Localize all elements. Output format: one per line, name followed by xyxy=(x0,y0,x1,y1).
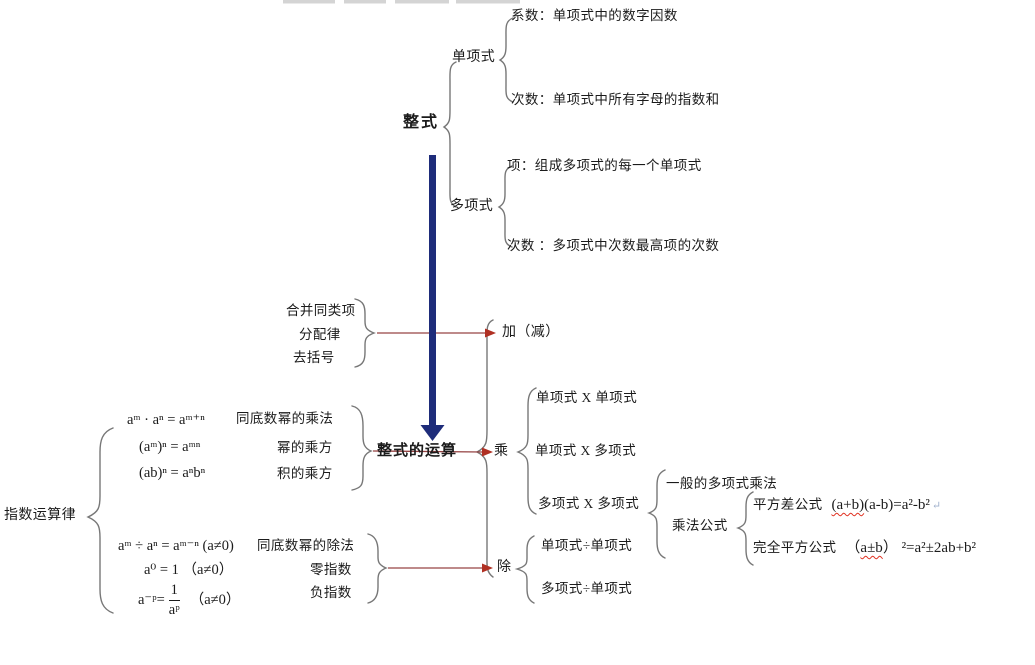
multiplication-formulas-label: 乘法公式 xyxy=(672,518,728,533)
negative-exponent-lhs: a⁻ᵖ= xyxy=(138,591,165,608)
law-power-of-power-name: 幂的乘方 xyxy=(277,440,333,455)
fraction-denominator: aᵖ xyxy=(168,601,180,618)
case-mono-times-mono: 单项式 X 单项式 xyxy=(536,390,638,405)
brace-root-children xyxy=(442,61,457,208)
law-negative-exponent-formula: a⁻ᵖ= 1 aᵖ （a≠0） xyxy=(138,583,240,617)
case-poly-div-mono: 多项式÷单项式 xyxy=(541,581,633,596)
node-operations: 整式的运算 xyxy=(377,443,458,459)
law-zero-exponent-name: 零指数 xyxy=(310,562,352,577)
polynomial-degree-def: 次数 ：多项式中次数最高项的次数 xyxy=(507,238,720,253)
addition-method-combine-like-terms: 合并同类项 xyxy=(286,303,356,318)
case-mono-times-poly: 单项式 X 多项式 xyxy=(535,443,637,458)
polynomial-term-def: 项：组成多项式的每一个单项式 xyxy=(507,158,702,173)
square-difference-underlined-part: (a+b) xyxy=(831,497,865,513)
line-break-mark: ↵ xyxy=(931,500,942,512)
brace-multiplication-formulas xyxy=(736,491,754,566)
law-zero-exponent-formula: a⁰ = 1 （a≠0） xyxy=(144,562,234,578)
case-mono-div-mono: 单项式÷单项式 xyxy=(541,538,633,553)
perfect-square-underlined-part: a±b xyxy=(860,540,883,556)
addition-method-distributive-law: 分配律 xyxy=(299,327,341,342)
general-polynomial-multiplication: 一般的多项式乘法 xyxy=(666,476,778,491)
case-poly-times-poly: 多项式 X 多项式 xyxy=(538,496,640,511)
brace-poly-times-poly xyxy=(647,469,666,559)
law-power-of-product-name: 积的乘方 xyxy=(277,466,333,481)
perfect-square-formula: 完全平方公式 （a±b） ²=a²±2ab+b² xyxy=(753,540,976,557)
law-product-of-powers-formula: aᵐ · aⁿ = aᵐ⁺ⁿ xyxy=(127,412,205,428)
square-difference-name: 平方差公式 xyxy=(753,497,823,512)
law-quotient-of-powers-name: 同底数幂的除法 xyxy=(257,538,355,553)
node-integral-expression: 整式 xyxy=(403,114,440,131)
law-quotient-of-powers-formula: aᵐ ÷ aⁿ = aᵐ⁻ⁿ (a≠0) xyxy=(118,538,234,554)
brace-polynomial-children xyxy=(497,165,513,248)
perfect-square-rest: ） ²=a²±2ab+b² xyxy=(882,540,977,556)
node-polynomial: 多项式 xyxy=(450,199,494,214)
brace-exponent-laws xyxy=(86,427,114,614)
brace-exponent-divide-group xyxy=(367,533,388,604)
law-negative-exponent-name: 负指数 xyxy=(310,585,352,600)
brace-exponent-multiply-group xyxy=(351,405,373,491)
fraction-numerator: 1 xyxy=(170,582,178,598)
law-power-of-power-formula: (aᵐ)ⁿ = aᵐⁿ xyxy=(139,439,201,455)
red-arrow-division xyxy=(388,563,493,573)
blue-flow-arrow xyxy=(420,155,445,441)
exponent-laws-label: 指数运算律 xyxy=(4,508,76,523)
node-monomial: 单项式 xyxy=(452,50,496,65)
perfect-square-name: 完全平方公式 xyxy=(753,540,837,555)
brace-monomial-children xyxy=(498,17,514,103)
cropped-title-artifact xyxy=(283,0,520,4)
monomial-degree-def: 次数：单项式中所有字母的指数和 xyxy=(511,92,720,107)
fraction-bar xyxy=(168,599,180,601)
brace-division-cases xyxy=(514,535,535,604)
red-arrow-multiplication xyxy=(372,447,493,457)
node-addition: 加（减） xyxy=(502,325,560,340)
brace-addition-methods xyxy=(354,298,376,368)
brace-operations-children xyxy=(475,319,494,578)
perfect-square-open-paren: （ xyxy=(845,540,861,556)
node-division: 除 xyxy=(497,560,512,575)
square-difference-formula: 平方差公式 (a+b)(a-b)=a²-b²↵ xyxy=(753,497,941,514)
brace-multiplication-cases xyxy=(516,387,537,515)
square-difference-rest: (a-b)=a²-b² xyxy=(864,497,930,513)
law-power-of-product-formula: (ab)ⁿ = aⁿbⁿ xyxy=(139,465,206,481)
fraction: 1 aᵖ xyxy=(168,582,180,618)
addition-method-remove-brackets: 去括号 xyxy=(293,350,335,365)
monomial-coefficient-def: 系数：单项式中的数字因数 xyxy=(511,8,678,23)
node-multiplication: 乘 xyxy=(494,444,509,459)
law-product-of-powers-name: 同底数幂的乘法 xyxy=(236,411,334,426)
red-arrow-addition xyxy=(377,328,496,338)
negative-exponent-condition: （a≠0） xyxy=(189,591,241,608)
